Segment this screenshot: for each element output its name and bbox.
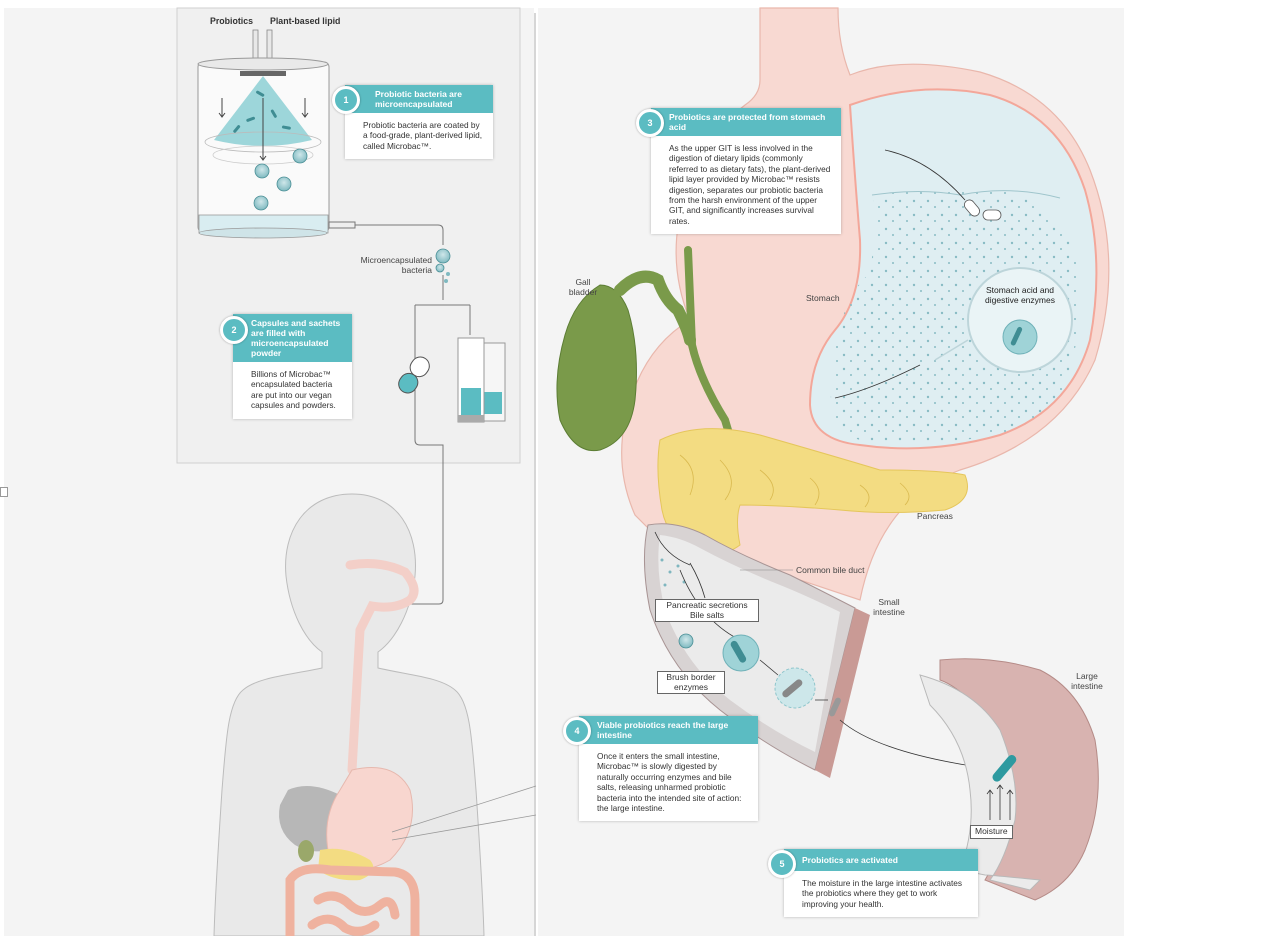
step-1-title: Probiotic bacteria are microencapsulated [345,85,493,113]
bile-duct-label: Common bile duct [796,566,865,576]
moisture-label: Moisture [970,825,1013,839]
step-1-card: Probiotic bacteria are microencapsulated… [345,85,493,159]
step-5-body: The moisture in the large intestine acti… [784,871,978,917]
brush-border-label: Brush border enzymes [657,671,725,694]
secretions-box: Pancreatic secretions Bile salts [655,599,759,622]
step-3-badge: 3 [636,109,664,137]
edge-marker-icon [0,487,8,497]
step-2-card: Capsules and sachets are filled with mic… [233,314,352,419]
step-5-card: Probiotics are activated The moisture in… [784,849,978,917]
probiotics-label: Probiotics [210,16,253,26]
step-2-body: Billions of Microbac™ encapsulated bacte… [233,362,352,419]
step-5-title: Probiotics are activated [784,849,978,871]
step-3-title: Probiotics are protected from stomach ac… [651,108,841,136]
step-4-card: Viable probiotics reach the large intest… [579,716,758,821]
pancreas-label: Pancreas [917,512,953,522]
step-4-title: Viable probiotics reach the large intest… [579,716,758,744]
step-4-body: Once it enters the small intestine, Micr… [579,744,758,821]
step-3-card: Probiotics are protected from stomach ac… [651,108,841,234]
encapsulation-vessel [198,58,329,238]
stomach-acid-label: Stomach acid and digestive enzymes [978,286,1062,305]
step-3-body: As the upper GIT is less involved in the… [651,136,841,234]
step-2-badge: 2 [220,316,248,344]
microencapsulated-label: Microencapsulated bacteria [346,256,432,275]
step-1-badge: 1 [332,86,360,114]
step-1-body: Probiotic bacteria are coated by a food-… [345,113,493,159]
gall-bladder-label: Gall bladder [562,278,604,297]
bile-salts-label: Bile salts [660,611,754,621]
large-intestine-label: Large intestine [1066,672,1108,691]
step-2-title: Capsules and sachets are filled with mic… [233,314,352,362]
step-5-badge: 5 [768,850,796,878]
step-4-badge: 4 [563,717,591,745]
powder-sachets [458,338,505,422]
stomach-label: Stomach [806,294,840,304]
small-intestine-label: Small intestine [866,598,912,617]
plant-lipid-label: Plant-based lipid [270,16,340,26]
